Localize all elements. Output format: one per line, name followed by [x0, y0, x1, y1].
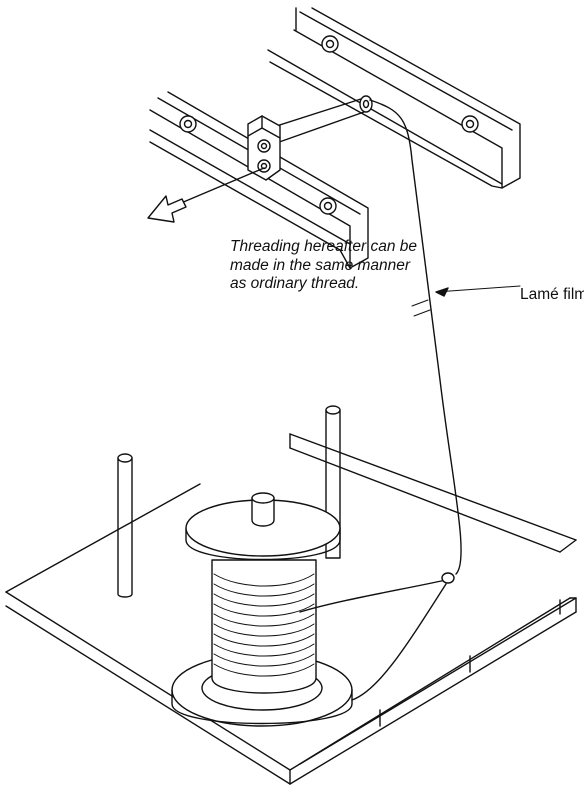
- note-line-1: Threading hereafter can be: [230, 238, 417, 255]
- base-tray: [5, 433, 577, 785]
- lame-film-label: Lamé film: [520, 286, 584, 303]
- spool: [171, 492, 353, 727]
- thread-exit-arrow: [147, 167, 265, 223]
- spool-thread-path: [299, 572, 455, 701]
- lame-film-thread: [369, 99, 521, 575]
- post-left: [117, 453, 133, 598]
- note-line-3: as ordinary thread.: [230, 275, 360, 292]
- note-line-2: made in the same manner: [230, 256, 411, 274]
- post-right: [325, 405, 341, 559]
- upper-rail-front: [149, 91, 369, 269]
- thread-guide-bracket: [247, 95, 373, 181]
- threading-note: Threading hereafter can be made in the s…: [230, 238, 530, 294]
- upper-rail-rear: [267, 7, 521, 189]
